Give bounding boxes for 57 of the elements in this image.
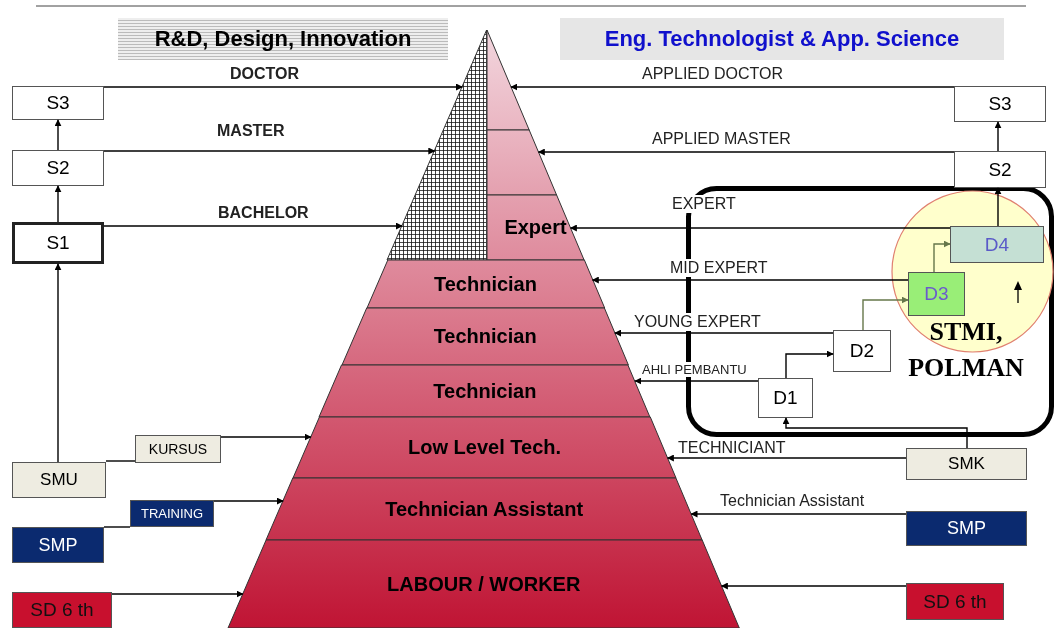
arrow [103, 147, 436, 155]
arrow [782, 417, 968, 449]
degree-box: S2 [954, 151, 1046, 188]
school-box: SD 6 th [12, 592, 112, 628]
arrow [111, 590, 244, 598]
arrow [510, 83, 955, 91]
degree-box: S3 [954, 86, 1046, 122]
arrow [213, 497, 284, 505]
arrow [690, 510, 907, 518]
degree-box: S1 [12, 222, 104, 264]
arrow [103, 83, 463, 91]
arrow [666, 454, 907, 462]
edge-label: AHLI PEMBANTU [640, 362, 749, 377]
degree-box: S2 [12, 150, 104, 186]
arrow [537, 148, 955, 156]
arrow [862, 296, 909, 331]
school-box: SD 6 th [906, 583, 1004, 620]
diploma-box: D3 [908, 272, 965, 316]
arrow [220, 433, 312, 441]
connector-line [103, 526, 131, 528]
band-label: Low Level Tech. [408, 436, 562, 459]
band-label: LABOUR / WORKER [387, 572, 581, 596]
arrow [614, 329, 834, 337]
arrow [720, 582, 907, 590]
arrow [591, 276, 909, 284]
school-box: SMP [12, 527, 104, 563]
heading-banner: Eng. Technologist & App. Science [560, 18, 1004, 60]
diploma-box: D4 [950, 226, 1044, 263]
degree-box: S3 [12, 86, 104, 120]
school-box: SMU [12, 462, 106, 498]
arrow [994, 187, 1002, 227]
edge-label: EXPERT [670, 195, 738, 213]
arrow [54, 185, 62, 223]
band-label: Technician [433, 379, 537, 403]
arrow [933, 240, 951, 273]
heading-banner: R&D, Design, Innovation [118, 18, 448, 60]
band-label: Expert [504, 216, 567, 239]
school-box: SMK [906, 448, 1027, 480]
arrow [54, 263, 62, 463]
arrow [994, 121, 1002, 152]
band-label: Technician [433, 272, 537, 296]
arrow [54, 119, 62, 151]
school-box: SMP [906, 511, 1027, 546]
arrow [569, 224, 951, 232]
diploma-box: D1 [758, 378, 813, 418]
course-tag: KURSUS [135, 435, 221, 463]
edge-label: MID EXPERT [668, 259, 770, 277]
band-label: Technician Assistant [385, 497, 584, 521]
band-label: Technician [433, 325, 537, 348]
arrow [103, 222, 403, 230]
course-tag: TRAINING [130, 500, 214, 527]
connector-line [105, 460, 136, 462]
edge-label: YOUNG EXPERT [632, 313, 763, 331]
arrow [785, 350, 834, 379]
arrow [634, 377, 759, 385]
institution-label: STMI, POLMAN [907, 316, 1025, 384]
diploma-box: D2 [833, 330, 891, 372]
